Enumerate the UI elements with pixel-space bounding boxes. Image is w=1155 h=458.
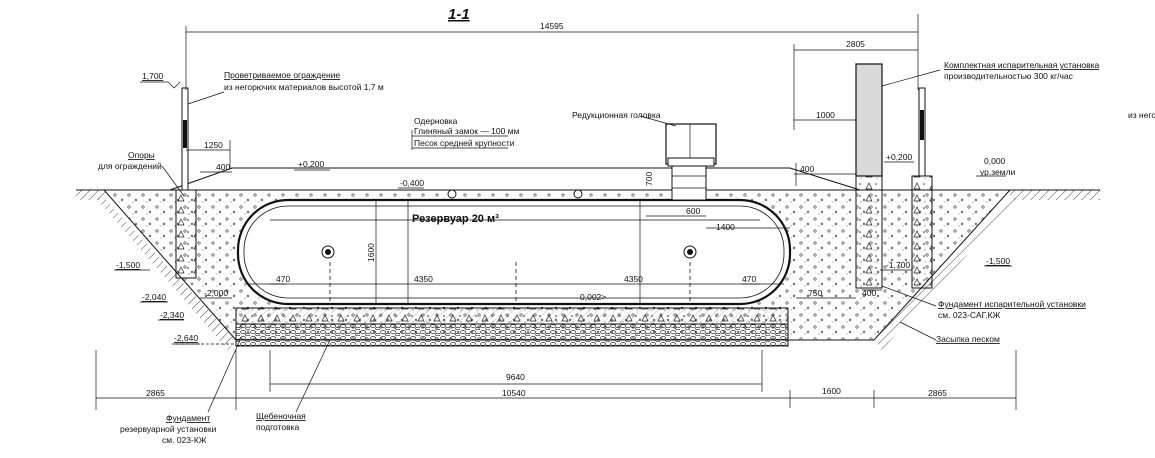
note-supports-line1: Опоры — [128, 150, 155, 160]
note-sand-fill: Засыпка песком — [936, 334, 1000, 344]
ground-hatch-right — [874, 190, 1100, 350]
level-markers — [114, 81, 1012, 345]
dim-right-750: 750 — [808, 288, 822, 298]
note-gravel-line2: подготовка — [256, 422, 300, 432]
level-fence-top: 1,700 — [142, 71, 164, 81]
level-plus-right: +0,200 — [886, 152, 913, 162]
reduction-head — [665, 123, 717, 167]
evaporator-unit — [855, 63, 883, 177]
dim-mid-4350-left: 4350 — [414, 274, 433, 284]
dim-right-400b: 400 — [862, 288, 876, 298]
section-title: 1-1 — [448, 6, 470, 23]
dim-offset-1000: 1000 — [816, 110, 835, 120]
dim-end-470-left: 470 — [276, 274, 290, 284]
top-mound — [169, 167, 861, 191]
dim-slope: 0,002> — [580, 292, 606, 302]
ground-hatch-left — [76, 190, 236, 350]
dim-neck-600: 600 — [686, 206, 700, 216]
dim-bottom-1600: 1600 — [822, 386, 841, 396]
level-minus-234: -2,340 — [160, 310, 184, 320]
note-tank-found-line3: см. 023-КЖ — [162, 435, 207, 445]
level-minus-20: -2,000 — [204, 288, 228, 298]
lifting-lug-right — [573, 189, 583, 199]
lifting-lug-left — [447, 189, 457, 199]
note-tank-found-line1: Фундамент — [166, 413, 210, 423]
note-layers-title: Одерновка — [414, 116, 458, 126]
dim-neck-700: 700 — [644, 172, 654, 186]
level-minus-204: -2,040 — [142, 292, 166, 302]
dimension-lines — [95, 14, 1017, 410]
note-evap-line2: производительностью 300 кг/час — [944, 71, 1074, 81]
note-layers-clay: Глиняный замок — 100 мм — [414, 126, 520, 136]
evaporator-foundation — [855, 175, 883, 289]
note-tank-found-line2: резервуарной установки — [120, 424, 217, 434]
note-gravel-line1: Щебеночная — [256, 411, 306, 421]
dim-left-1250: 1250 — [204, 140, 223, 150]
note-layers-sand: Песок средней крупности — [414, 138, 515, 148]
dim-evap-width: 2805 — [846, 39, 865, 49]
leader-lines — [161, 69, 941, 413]
level-plus-left: +0,200 — [298, 159, 325, 169]
level-ground-label: ур.земли — [980, 167, 1016, 177]
dim-tank-height: 1600 — [366, 243, 376, 262]
dim-end-470-right: 470 — [742, 274, 756, 284]
note-supports-line2: для ограждений — [98, 161, 162, 171]
tank-neck — [671, 163, 707, 201]
level-minus-17: -1,700 — [886, 260, 910, 270]
tank — [236, 163, 792, 306]
dim-base-9640: 9640 — [506, 372, 525, 382]
fence-support-left — [175, 189, 197, 279]
fence-support-right — [911, 175, 933, 289]
level-ground: 0,000 — [984, 156, 1006, 166]
dim-mid-4350-right: 4350 — [624, 274, 643, 284]
level-minus-15-left: -1,500 — [116, 260, 140, 270]
note-reduction-head: Редукционная головка — [572, 110, 661, 120]
note-evap-found-line2: см. 023-СAГ.КЖ — [938, 310, 1001, 320]
level-minus-15-right: -1,500 — [986, 256, 1010, 266]
dim-right-400: 400 — [800, 164, 814, 174]
note-evap-line1: Комплектная испарительная установка — [944, 60, 1099, 70]
note-cut-text: из негор — [1128, 110, 1155, 120]
level-minus-04: -0,400 — [400, 178, 424, 188]
dim-overall: 14595 — [540, 21, 564, 31]
dim-bottom-right: 2865 — [928, 388, 947, 398]
gravel-preparation — [235, 323, 789, 347]
note-fence-line2: из негорючих материалов высотой 1,7 м — [224, 82, 384, 92]
dim-right-1400: 1400 — [716, 222, 735, 232]
level-minus-264: -2,640 — [174, 333, 198, 343]
dim-bottom-left: 2865 — [146, 388, 165, 398]
dim-base-10540: 10540 — [502, 388, 526, 398]
note-evap-found-line1: Фундамент испарительной установки — [938, 299, 1086, 309]
note-fence-line1: Проветриваемое ограждение — [224, 70, 340, 80]
tank-label: Резервуар 20 м³ — [412, 213, 499, 225]
dim-left-400: 400 — [216, 162, 230, 172]
